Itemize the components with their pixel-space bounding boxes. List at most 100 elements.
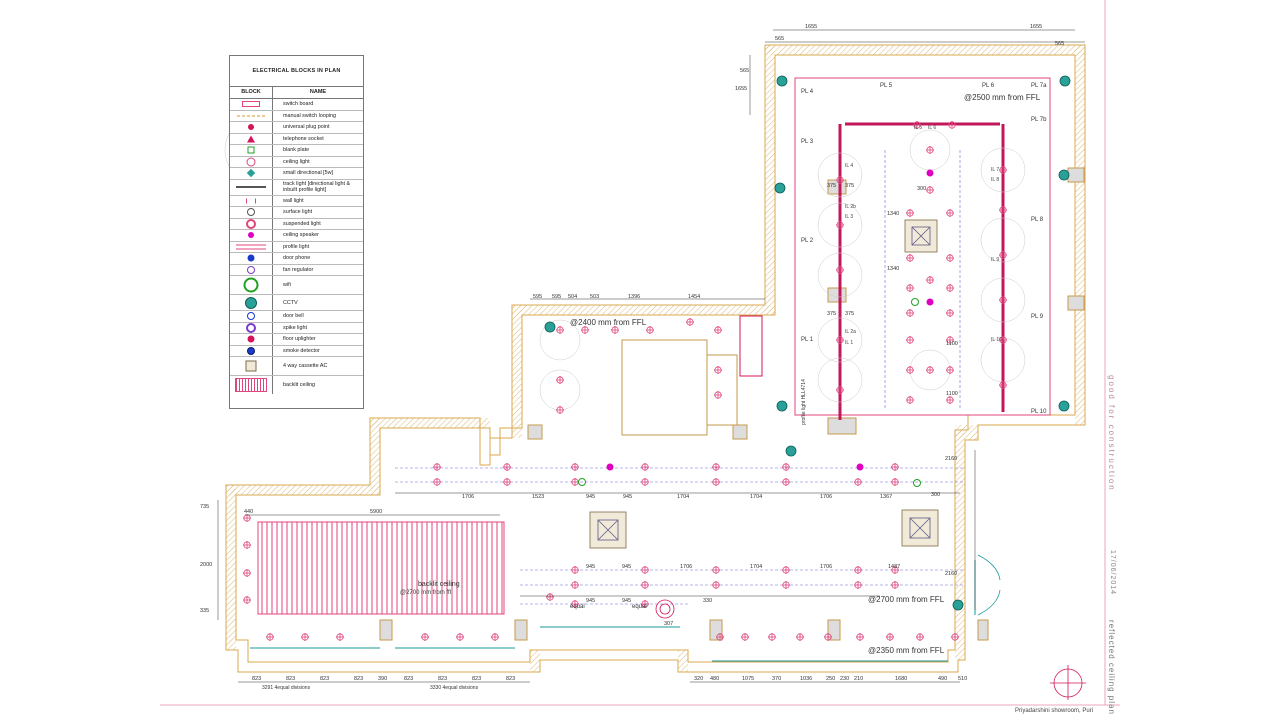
north-arrow-icon [1050,665,1086,700]
svg-text:307: 307 [664,621,673,627]
svg-text:PL 6: PL 6 [982,83,995,89]
svg-text:945: 945 [586,564,595,570]
wall-light-icon [246,198,256,204]
svg-text:1396: 1396 [628,294,640,300]
svg-text:823: 823 [472,676,481,682]
blank-plate-icon [247,146,255,154]
svg-text:1487: 1487 [888,564,900,570]
svg-text:IL 4: IL 4 [845,163,853,169]
svg-text:335: 335 [200,608,209,614]
svg-text:PL 7a: PL 7a [1031,83,1047,89]
svg-text:2000: 2000 [200,562,212,568]
svg-text:440: 440 [244,509,253,515]
svg-text:1706: 1706 [462,494,474,500]
dimension-texts: 1655 565 1655 565 1655 565 595 595 504 5… [200,24,1064,682]
svg-text:IL 9: IL 9 [991,257,999,263]
svg-text:823: 823 [506,676,515,682]
wall-hatch [226,45,1085,672]
profile-light-model-label: profile light HLL4714 [801,379,807,425]
legend-row: CCTV [230,295,363,311]
svg-text:PL 7b: PL 7b [1031,117,1047,123]
legend-row: spike light [230,322,363,334]
svg-text:230: 230 [840,676,849,682]
svg-text:823: 823 [404,676,413,682]
svg-text:320: 320 [694,676,703,682]
legend-row: small directional [5w] [230,168,363,180]
svg-text:595: 595 [552,294,561,300]
legend-row: door bell [230,311,363,323]
svg-text:300: 300 [917,186,926,192]
legend-row: ceiling speaker [230,230,363,242]
surface-light-icon [247,208,255,217]
svg-text:945: 945 [586,598,595,604]
ceiling-speaker-icon [248,232,254,239]
cctv-cameras [544,75,1071,611]
svg-text:503: 503 [590,294,599,300]
svg-text:PL 4: PL 4 [801,89,814,95]
legend-row: door phone [230,253,363,265]
legend-row: backlit ceiling [230,376,363,394]
svg-text:1367: 1367 [880,494,892,500]
svg-text:1036: 1036 [800,676,812,682]
svg-text:PL 10: PL 10 [1031,409,1047,415]
legend-row: profile light [230,241,363,253]
equal-label: equal [570,604,585,610]
door-bell-icon [247,312,255,321]
svg-text:370: 370 [772,676,781,682]
svg-text:330: 330 [703,598,712,604]
svg-text:5900: 5900 [370,509,382,515]
svg-text:IL 10: IL 10 [991,337,1002,343]
profile-light-labels: PL 1 PL 2 PL 3 PL 4 PL 5 PL 6 PL 7a PL 7… [801,83,1047,415]
svg-text:823: 823 [438,676,447,682]
legend-row: wall light [230,195,363,207]
cctv-icon [245,296,257,309]
svg-text:390: 390 [378,676,387,682]
equal-label: equal [632,604,647,610]
profile-lights [794,77,1051,416]
svg-text:480: 480 [710,676,719,682]
svg-text:PL 5: PL 5 [880,83,893,89]
backlit-ceiling-icon [235,378,267,392]
legend-row: telephone socket [230,133,363,145]
svg-text:IL 2a: IL 2a [845,329,856,335]
legend-header: BLOCK NAME [230,87,363,99]
legend-col-name: NAME [309,89,327,95]
svg-text:IL 8: IL 8 [991,177,999,183]
legend-row: ceiling light [230,156,363,168]
entrance-doors [977,554,1001,616]
ceiling-height-note: @2400 mm from FFL [570,318,647,327]
drawing-date: 17/06/2014 [1109,550,1116,596]
ceiling-height-note: @2500 mm from FFL [964,93,1041,102]
svg-text:735: 735 [200,504,209,510]
svg-text:375: 375 [845,183,854,189]
svg-text:1655: 1655 [805,24,817,30]
legend-row: smoke detector [230,345,363,357]
svg-text:565: 565 [1055,41,1064,47]
svg-text:300: 300 [931,492,940,498]
svg-text:IL 1: IL 1 [845,340,853,346]
svg-text:1706: 1706 [680,564,692,570]
svg-text:945: 945 [586,494,595,500]
fan-regulator-icon [247,265,255,274]
spike-light-icon [246,322,256,333]
legend-row: blank plate [230,145,363,157]
svg-text:IL 5: IL 5 [914,125,922,131]
door-phone-icon [247,254,255,262]
svg-text:375: 375 [827,183,836,189]
svg-text:945: 945 [622,598,631,604]
dimension-lines [217,29,1085,683]
switch-board-tag [739,315,763,377]
legend-title: ELECTRICAL BLOCKS IN PLAN [230,56,363,87]
grid-lines [395,150,965,605]
plug-point-icon [248,124,254,131]
ceiling-speakers [606,169,934,471]
legend-col-block: BLOCK [230,87,273,98]
svg-text:1340: 1340 [887,211,899,217]
ceiling-light-icon [246,157,256,167]
backlit-ceiling-area [257,521,505,615]
svg-text:1340: 1340 [887,266,899,272]
svg-text:1706: 1706 [820,494,832,500]
legend-row: 4 way cassette AC [230,357,363,376]
backlit-ceiling-label: backlit ceiling [418,581,460,588]
